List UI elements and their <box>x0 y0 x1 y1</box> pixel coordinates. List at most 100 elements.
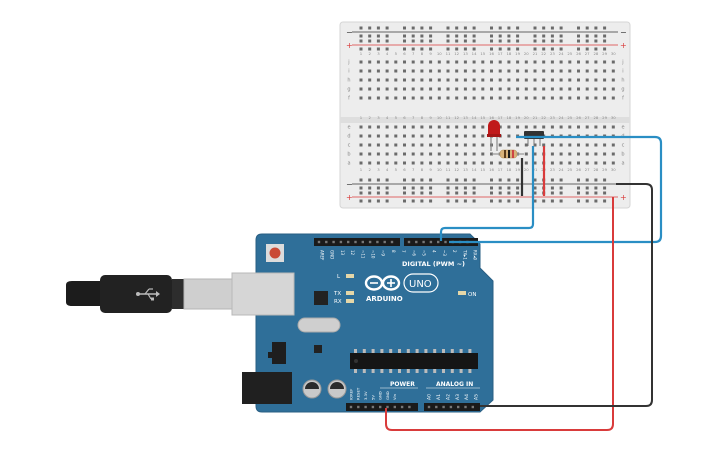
breadboard-hole[interactable] <box>472 152 476 156</box>
header-pin[interactable] <box>339 240 343 244</box>
breadboard-hole[interactable] <box>394 96 398 100</box>
breadboard-hole[interactable] <box>376 143 380 147</box>
rail-hole[interactable] <box>516 191 520 195</box>
rail-hole[interactable] <box>403 186 406 190</box>
rail-hole[interactable] <box>446 191 450 195</box>
rail-hole[interactable] <box>463 199 467 203</box>
breadboard-hole[interactable] <box>368 161 372 165</box>
breadboard-hole[interactable] <box>481 143 485 147</box>
breadboard-hole[interactable] <box>481 161 485 165</box>
rail-hole[interactable] <box>411 39 415 43</box>
header-pin[interactable] <box>379 405 382 409</box>
rail-hole[interactable] <box>368 186 372 190</box>
breadboard-hole[interactable] <box>490 161 493 165</box>
rail-hole[interactable] <box>507 47 511 51</box>
breadboard-hole[interactable] <box>516 125 520 129</box>
breadboard-hole[interactable] <box>533 60 537 64</box>
breadboard-hole[interactable] <box>359 87 363 91</box>
rail-hole[interactable] <box>498 34 502 38</box>
rail-hole[interactable] <box>376 39 380 43</box>
breadboard-hole[interactable] <box>420 78 424 82</box>
rail-hole[interactable] <box>446 26 450 30</box>
rail-hole[interactable] <box>368 26 372 30</box>
rail-hole[interactable] <box>359 26 363 30</box>
rail-hole[interactable] <box>490 47 493 51</box>
breadboard-hole[interactable] <box>394 134 398 138</box>
breadboard-hole[interactable] <box>394 143 398 147</box>
breadboard-hole[interactable] <box>542 87 546 91</box>
breadboard-hole[interactable] <box>472 69 476 73</box>
breadboard-hole[interactable] <box>376 161 380 165</box>
breadboard-hole[interactable] <box>542 69 546 73</box>
breadboard-hole[interactable] <box>385 69 389 73</box>
rail-hole[interactable] <box>550 191 554 195</box>
rail-hole[interactable] <box>455 26 459 30</box>
rail-hole[interactable] <box>420 47 424 51</box>
rail-hole[interactable] <box>533 39 537 43</box>
header-pin[interactable] <box>357 405 360 409</box>
breadboard-hole[interactable] <box>498 87 502 91</box>
digital-header-right[interactable] <box>404 238 478 246</box>
breadboard-hole[interactable] <box>507 134 511 138</box>
breadboard-hole[interactable] <box>411 78 415 82</box>
breadboard-hole[interactable] <box>420 161 424 165</box>
breadboard-hole[interactable] <box>437 143 441 147</box>
rail-hole[interactable] <box>559 26 563 30</box>
breadboard-hole[interactable] <box>463 96 467 100</box>
rail-hole[interactable] <box>507 26 511 30</box>
breadboard-hole[interactable] <box>507 96 511 100</box>
breadboard-hole[interactable] <box>385 161 389 165</box>
breadboard-hole[interactable] <box>559 96 563 100</box>
breadboard-hole[interactable] <box>533 161 537 165</box>
rail-hole[interactable] <box>368 47 372 51</box>
breadboard-hole[interactable] <box>403 69 406 73</box>
rail-hole[interactable] <box>585 47 589 51</box>
breadboard-hole[interactable] <box>446 143 450 147</box>
breadboard-hole[interactable] <box>429 60 433 64</box>
breadboard-hole[interactable] <box>385 143 389 147</box>
breadboard-hole[interactable] <box>455 96 459 100</box>
rail-hole[interactable] <box>542 39 546 43</box>
rail-hole[interactable] <box>403 178 406 182</box>
breadboard-hole[interactable] <box>411 60 415 64</box>
breadboard-hole[interactable] <box>394 69 398 73</box>
breadboard-hole[interactable] <box>437 134 441 138</box>
rail-hole[interactable] <box>550 34 554 38</box>
breadboard-hole[interactable] <box>420 125 424 129</box>
rail-hole[interactable] <box>385 186 389 190</box>
breadboard-hole[interactable] <box>359 60 363 64</box>
breadboard-hole[interactable] <box>594 69 598 73</box>
breadboard-hole[interactable] <box>603 78 607 82</box>
rail-hole[interactable] <box>542 199 546 203</box>
breadboard-hole[interactable] <box>385 96 389 100</box>
breadboard-hole[interactable] <box>376 78 380 82</box>
rail-hole[interactable] <box>385 39 389 43</box>
rail-hole[interactable] <box>411 26 415 30</box>
breadboard-hole[interactable] <box>472 125 476 129</box>
breadboard-hole[interactable] <box>403 87 406 91</box>
rail-hole[interactable] <box>585 34 589 38</box>
rail-hole[interactable] <box>429 26 433 30</box>
breadboard-hole[interactable] <box>611 125 615 129</box>
rail-hole[interactable] <box>403 191 406 195</box>
rail-hole[interactable] <box>559 47 563 51</box>
rail-hole[interactable] <box>577 178 580 182</box>
rail-hole[interactable] <box>559 178 563 182</box>
breadboard-hole[interactable] <box>429 134 433 138</box>
rail-hole[interactable] <box>420 26 424 30</box>
breadboard-hole[interactable] <box>368 125 372 129</box>
rail-hole[interactable] <box>359 34 363 38</box>
breadboard-hole[interactable] <box>472 161 476 165</box>
breadboard-hole[interactable] <box>394 125 398 129</box>
breadboard-hole[interactable] <box>472 78 476 82</box>
breadboard-hole[interactable] <box>559 125 563 129</box>
rail-hole[interactable] <box>585 39 589 43</box>
breadboard-hole[interactable] <box>429 78 433 82</box>
rail-hole[interactable] <box>376 47 380 51</box>
breadboard-hole[interactable] <box>611 96 615 100</box>
rail-hole[interactable] <box>585 178 589 182</box>
breadboard-hole[interactable] <box>455 60 459 64</box>
breadboard-hole[interactable] <box>611 78 615 82</box>
breadboard-hole[interactable] <box>455 152 459 156</box>
